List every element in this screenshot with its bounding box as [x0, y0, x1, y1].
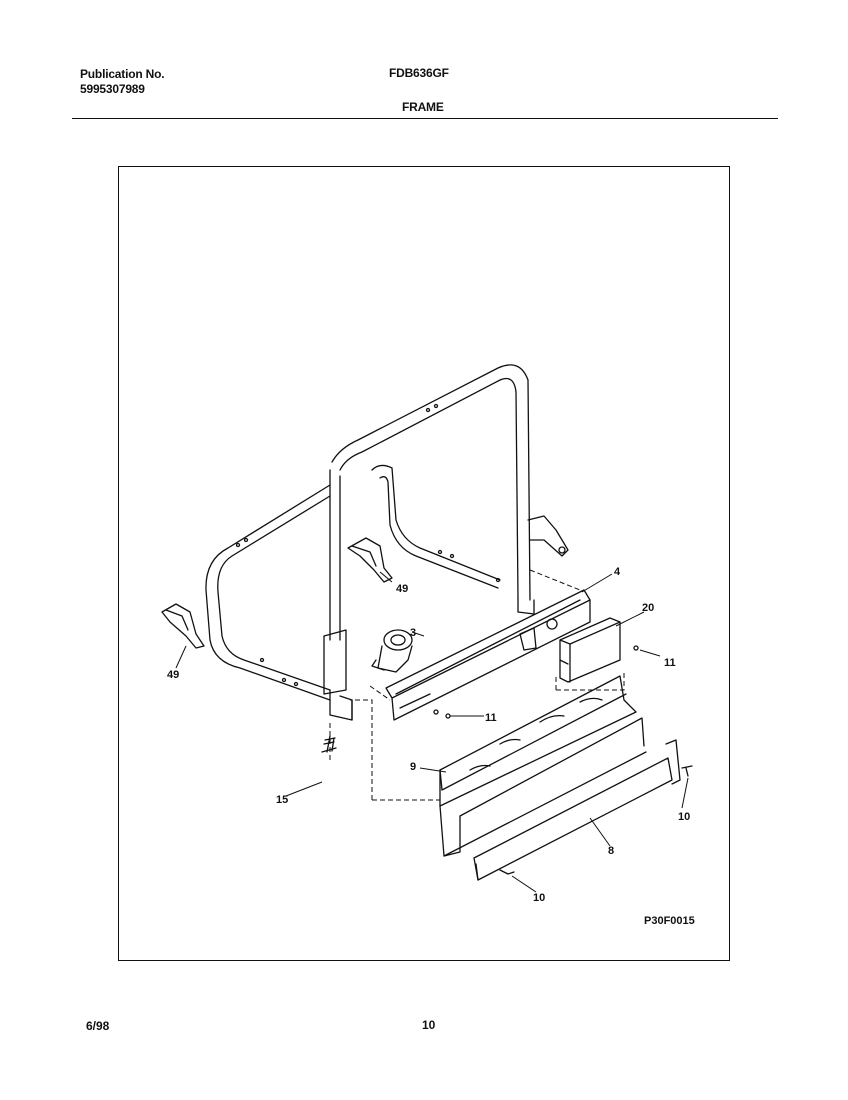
- label-part-11-right: 11: [664, 657, 676, 669]
- model-number: FDB636GF: [389, 66, 449, 80]
- pulley-assembly: [371, 629, 413, 673]
- support-rail: [385, 589, 591, 721]
- hinge-bracket-left: [161, 603, 205, 649]
- hinge-bracket-right: [347, 537, 393, 583]
- label-part-49-right: 49: [396, 583, 408, 595]
- callout-leaders: [175, 571, 689, 893]
- label-part-49-left: 49: [167, 669, 179, 681]
- tub-frame: [205, 364, 569, 721]
- footer-date: 6/98: [86, 1019, 110, 1033]
- label-part-4: 4: [614, 566, 621, 578]
- screw-10-bottom: [499, 869, 515, 875]
- label-part-10-right: 10: [678, 811, 690, 823]
- diagram-frame: [118, 166, 730, 961]
- screw-10-right: [681, 765, 693, 777]
- toe-kick-back: [439, 675, 647, 857]
- label-part-15: 15: [276, 794, 288, 806]
- label-part-8: 8: [608, 845, 614, 857]
- section-title: FRAME: [402, 100, 444, 114]
- label-part-10-bottom: 10: [533, 892, 545, 904]
- header-rule: [72, 118, 778, 119]
- label-part-9: 9: [410, 761, 416, 773]
- publication-number: 5995307989: [80, 82, 145, 96]
- publication-label: Publication No.: [80, 67, 165, 81]
- figure-code: P30F0015: [644, 915, 695, 927]
- screw-15: [321, 735, 337, 753]
- toe-kick-front: [473, 739, 681, 881]
- trim-box: [559, 617, 621, 683]
- assembly-lines: [329, 569, 625, 801]
- page-number: 10: [422, 1018, 436, 1032]
- label-part-20: 20: [642, 602, 654, 614]
- label-part-11-center: 11: [485, 712, 497, 724]
- label-part-3: 3: [410, 627, 416, 639]
